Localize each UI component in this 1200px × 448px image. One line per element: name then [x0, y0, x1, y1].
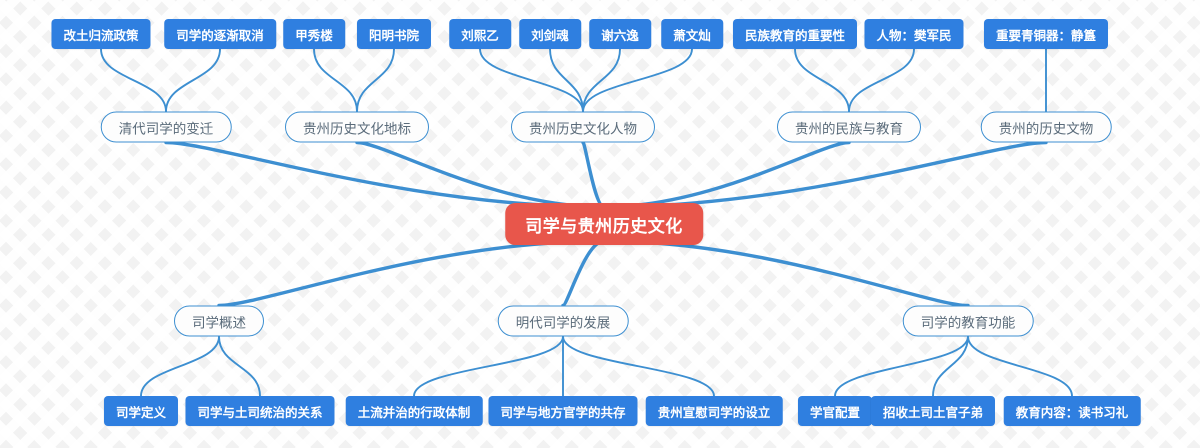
leaf-node-b3l1[interactable]: 刘熙乙: [449, 19, 511, 49]
edge-b3-to-b3l4: [582, 48, 693, 113]
branch-node-b5[interactable]: 贵州的历史文物: [980, 111, 1112, 143]
leaf-node-b2l1[interactable]: 甲秀楼: [283, 19, 345, 49]
edge-root-to-b3: [581, 140, 606, 209]
root-node[interactable]: 司学与贵州历史文化: [505, 203, 703, 245]
edge-b8-to-b8l3: [967, 335, 1073, 397]
branch-node-b6[interactable]: 司学概述: [174, 305, 264, 337]
branch-node-b8[interactable]: 司学的教育功能: [902, 305, 1034, 337]
leaf-node-b8l1[interactable]: 学官配置: [797, 396, 873, 426]
branch-node-b7[interactable]: 明代司学的发展: [497, 305, 629, 337]
leaf-node-b5l1[interactable]: 重要青铜器：静簋: [983, 19, 1109, 49]
leaf-node-b8l2[interactable]: 招收土司土官子弟: [870, 396, 996, 426]
edge-b6-to-b6l1: [140, 335, 220, 397]
edge-b3-to-b3l1: [479, 48, 584, 113]
branch-node-b1[interactable]: 清代司学的变迁: [100, 111, 232, 143]
leaf-node-b8l3[interactable]: 教育内容：读书习礼: [1003, 396, 1141, 426]
edge-b1-to-b1l1: [100, 48, 167, 113]
edge-root-to-b5: [602, 140, 1048, 209]
leaf-node-b2l2[interactable]: 阳明书院: [356, 19, 432, 49]
leaf-node-b7l2[interactable]: 司学与地方官学的共存: [488, 396, 638, 426]
edge-b3-to-b3l2: [549, 48, 584, 113]
branch-node-b4[interactable]: 贵州的民族与教育: [777, 111, 921, 143]
edge-b7-to-b7l1: [413, 335, 564, 397]
edge-b4-to-b4l2: [848, 48, 915, 113]
branch-node-b3[interactable]: 贵州历史文化人物: [511, 111, 655, 143]
edge-b8-to-b8l1: [834, 335, 969, 397]
edge-b6-to-b6l2: [218, 335, 261, 397]
leaf-node-b1l1[interactable]: 改土归流政策: [51, 19, 151, 49]
edge-b3-to-b3l3: [582, 48, 621, 113]
leaf-node-b7l3[interactable]: 贵州宣慰司学的设立: [645, 396, 783, 426]
edge-b7-to-b7l3: [562, 335, 715, 397]
leaf-node-b6l2[interactable]: 司学与土司统治的关系: [185, 396, 335, 426]
edge-b8-to-b8l2: [932, 335, 969, 397]
leaf-node-b7l1[interactable]: 土流并治的行政体制: [345, 396, 483, 426]
leaf-node-b3l4[interactable]: 萧文灿: [661, 19, 723, 49]
leaf-node-b1l2[interactable]: 司学的逐渐取消: [164, 19, 276, 49]
branch-node-b2[interactable]: 贵州历史文化地标: [285, 111, 429, 143]
edge-b1-to-b1l2: [165, 48, 221, 113]
edge-b4-to-b4l1: [794, 48, 850, 113]
edge-root-to-b8: [602, 239, 970, 308]
edge-root-to-b2: [355, 140, 606, 209]
edge-root-to-b4: [602, 140, 851, 209]
leaf-node-b4l1[interactable]: 民族教育的重要性: [732, 19, 858, 49]
edge-root-to-b7: [561, 239, 606, 308]
edge-root-to-b6: [217, 239, 606, 308]
leaf-node-b3l2[interactable]: 刘剑魂: [519, 19, 581, 49]
leaf-node-b4l2[interactable]: 人物：樊军民: [864, 19, 964, 49]
leaf-node-b6l1[interactable]: 司学定义: [103, 396, 179, 426]
edge-b2-to-b2l2: [356, 48, 395, 113]
edge-root-to-b1: [164, 140, 606, 209]
edge-b2-to-b2l1: [313, 48, 358, 113]
leaf-node-b3l3[interactable]: 谢六逸: [589, 19, 651, 49]
